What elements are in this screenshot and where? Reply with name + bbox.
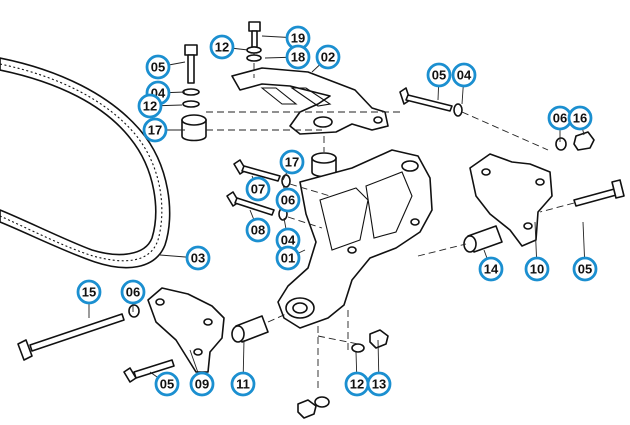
callout-circle (189, 371, 215, 397)
callout-label: 08 (251, 223, 265, 238)
callout-c18: 18 (264, 44, 311, 70)
drive-belt (0, 57, 171, 269)
main-bracket (277, 149, 433, 390)
callout-c19: 19 (261, 25, 311, 51)
callout-c15: 15 (76, 279, 102, 318)
callout-c06a: 06 (547, 105, 573, 142)
callout-circle (285, 44, 311, 70)
callout-circle (426, 62, 452, 88)
callout-c12c: 12 (344, 351, 370, 397)
callout-circle (154, 371, 180, 397)
callout-label: 06 (126, 285, 140, 300)
callout-label: 04 (281, 233, 296, 248)
callout-label: 05 (160, 377, 174, 392)
callout-c12a: 12 (209, 34, 249, 60)
long-bolt-15 (17, 304, 140, 361)
lower-bolt (123, 359, 175, 383)
bolt-top (246, 21, 262, 62)
callout-c12b: 12 (137, 93, 183, 119)
upper-right-bolt (399, 87, 549, 151)
callout-circle (567, 105, 593, 131)
upper-bracket (231, 52, 389, 135)
callout-label: 07 (251, 182, 265, 197)
callout-label: 13 (372, 377, 386, 392)
callout-label: 11 (236, 377, 250, 392)
side-bolts (226, 159, 331, 229)
callout-c17a: 17 (142, 117, 185, 143)
callout-circle (315, 44, 341, 70)
callout-c07: 07 (245, 175, 271, 202)
callout-label: 19 (291, 31, 305, 46)
callout-circle (366, 371, 392, 397)
lower-bracket (147, 287, 225, 373)
callout-c10: 10 (524, 221, 550, 282)
callout-label: 01 (281, 251, 295, 266)
callout-label: 05 (432, 68, 446, 83)
right-bracket (469, 131, 595, 247)
callout-c17b: 17 (279, 149, 305, 181)
bushing-11 (231, 313, 287, 343)
callout-circle (245, 217, 271, 243)
callout-circle (230, 371, 256, 397)
callout-c14: 14 (478, 249, 504, 282)
callout-label: 02 (321, 50, 335, 65)
callout-label: 10 (530, 262, 544, 277)
callout-circle (185, 245, 211, 271)
callout-c03: 03 (159, 245, 211, 271)
callout-circle (279, 149, 305, 175)
callout-c06c: 06 (120, 279, 146, 312)
callout-circle (76, 279, 102, 305)
callout-circle (245, 176, 271, 202)
callout-c04c: 04 (275, 217, 301, 253)
callout-label: 17 (148, 123, 162, 138)
callout-c04a: 04 (451, 62, 477, 105)
callout-circle (209, 34, 235, 60)
mount-rubber-center (311, 136, 337, 178)
callout-label: 18 (291, 50, 305, 65)
callout-circle (120, 279, 146, 305)
callout-circle (145, 54, 171, 80)
left-mount-stack (181, 44, 400, 142)
callout-label: 14 (484, 262, 499, 277)
callout-c06b: 06 (275, 184, 301, 213)
callout-c01: 01 (275, 245, 306, 271)
callout-label: 12 (215, 40, 229, 55)
callout-label: 06 (281, 193, 295, 208)
callout-label: 12 (350, 377, 364, 392)
callout-circle (478, 256, 504, 282)
callout-label: 15 (82, 285, 96, 300)
right-bolt (539, 179, 625, 213)
callout-label: 06 (553, 111, 567, 126)
callout-c09: 09 (189, 349, 215, 397)
callout-circle (524, 256, 550, 282)
lower-nuts (297, 329, 389, 419)
bushing-14 (417, 225, 503, 257)
callout-circle (275, 245, 301, 271)
callout-label: 04 (457, 68, 472, 83)
callout-label: 05 (578, 262, 592, 277)
callout-c05b: 05 (426, 62, 452, 101)
callout-c08: 08 (245, 209, 271, 243)
callout-label: 05 (151, 60, 165, 75)
callout-c02: 02 (311, 44, 341, 73)
callout-label: 03 (191, 251, 205, 266)
callout-circle (451, 62, 477, 88)
callout-c13: 13 (366, 339, 392, 397)
callout-circle (572, 256, 598, 282)
callout-c05c: 05 (572, 221, 598, 282)
callout-label: 16 (573, 111, 587, 126)
callout-label: 17 (285, 155, 299, 170)
callout-c11: 11 (230, 339, 256, 397)
callout-c16: 16 (567, 105, 593, 136)
callout-c05d: 05 (149, 371, 180, 397)
callout-label: 12 (143, 99, 157, 114)
callout-label: 09 (195, 377, 209, 392)
callout-circle (142, 117, 168, 143)
callout-circle (275, 187, 301, 213)
callout-circle (137, 93, 163, 119)
callout-c05a: 05 (145, 54, 186, 80)
